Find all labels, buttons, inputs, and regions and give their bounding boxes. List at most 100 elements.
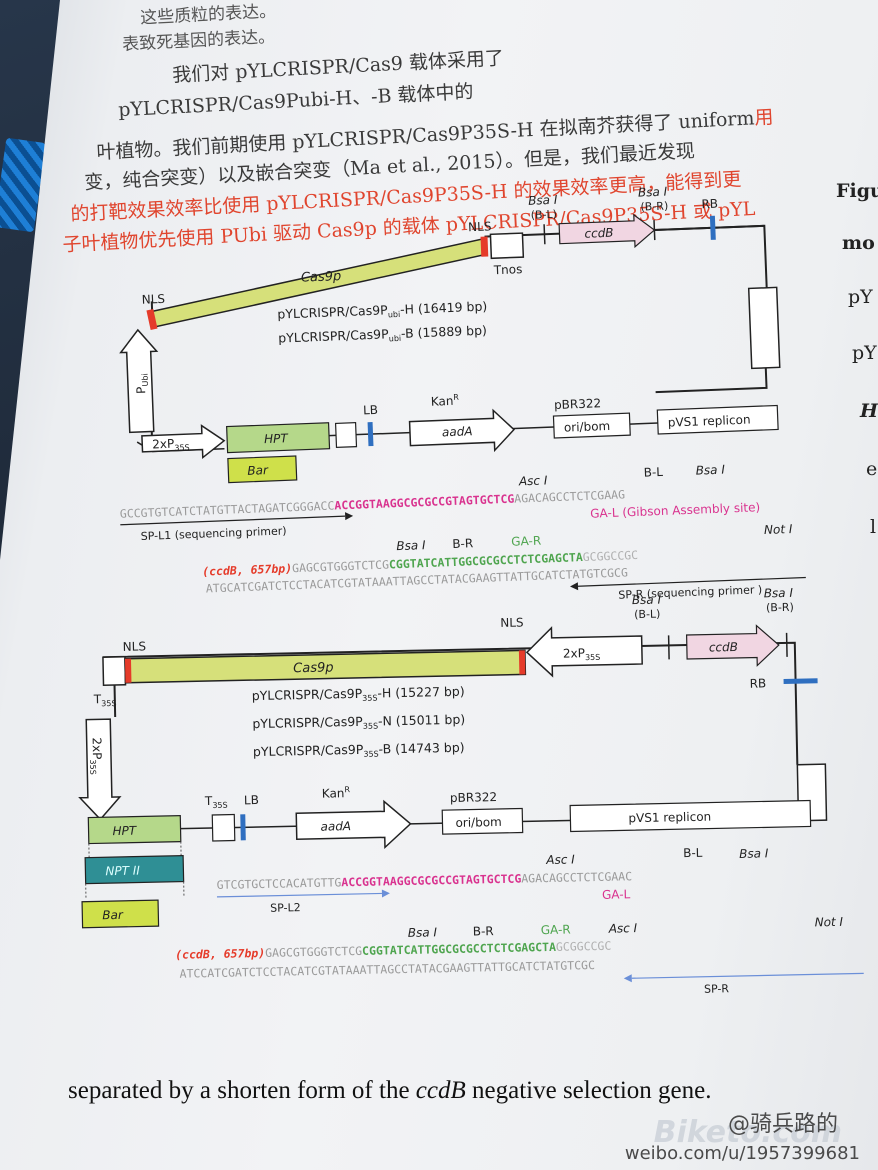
fig-a-cas9-label: Cas9p — [301, 269, 342, 286]
side-text-6: l — [870, 516, 877, 538]
fig-a-ori-label: ori/bom — [564, 419, 611, 435]
caption-part-c: negative selection gene. — [465, 1077, 712, 1104]
fig-a-bl-label: B-L — [643, 465, 663, 480]
side-text-5: e — [866, 458, 878, 480]
fig-b-bsa-r-sub: (B-R) — [766, 601, 794, 615]
fig-b-seq2: (ccdB, 657bp)GAGCGTGGGTCTCGCGGTATCATTGGC… — [175, 939, 611, 962]
fig-b-pvs1-label: pVS1 replicon — [628, 810, 711, 826]
fig-a-bsa-l-sub: (B-L) — [530, 208, 557, 222]
fig-a-rb-mark — [709, 215, 716, 240]
fig-b-bsa4-label: Bsa I — [408, 925, 438, 940]
fig-b-cas9-label: Cas9p — [293, 660, 334, 676]
fig-b-ori-label: ori/bom — [455, 815, 502, 830]
fig-b-nls-left-label: NLS — [123, 639, 147, 653]
fig-b-bsa-l-sub: (B-L) — [634, 608, 661, 622]
fig-b-aada-label: aadA — [320, 819, 351, 834]
fig-b-br-label: B-R — [473, 924, 494, 938]
fig-a-bsa-r-sub: (B-R) — [640, 199, 668, 213]
fig-a-pbr-label: pBR322 — [554, 396, 602, 412]
fig-b-name-3: pYLCRISPR/Cas9P35S-B (14743 bp) — [253, 740, 465, 761]
fig-a-nls-left-mark — [146, 308, 158, 330]
caption-line: separated by a shorten form of the ccdB … — [68, 1077, 712, 1105]
fig-b-bsa-r: Bsa I — [764, 586, 794, 601]
fig-a-2xp35s-arrow — [141, 424, 226, 460]
fig-b-ccdb-arrow — [685, 624, 780, 667]
fig-b-t35s-label: T35S — [93, 692, 117, 708]
weibo-url-watermark: weibo.com/u/1957399681 — [624, 1143, 860, 1164]
fig-a-nls-right-mark — [480, 236, 489, 257]
fig-b-gal-label: GA-L — [602, 887, 631, 902]
fig-b-bar-label: Bar — [102, 908, 124, 922]
fig-a-ccdb-label: ccdB — [584, 226, 614, 241]
fig-b-pbr-label: pBR322 — [450, 790, 497, 805]
side-text-3: pY — [852, 342, 877, 364]
fig-b-t35s-lb-label: T35S — [204, 794, 228, 810]
fig-a-aada-arrow — [408, 408, 516, 453]
fig-b-t35s-box — [102, 656, 127, 686]
fig-a-2xp35s-label: 2xP35S — [152, 436, 190, 453]
fig-a-spr-label: SP-R (sequencing primer ) — [618, 583, 762, 602]
fig-b-name-2: pYLCRISPR/Cas9P35S-N (15011 bp) — [252, 712, 465, 733]
fig-b-seq3: ATCCATCGATCTCCTACATCGTATAAATTAGCCTATACGA… — [179, 958, 595, 981]
fig-a-lb-mark — [367, 422, 374, 447]
fig-b-2xp35s-v-label: 2xP35S — [88, 737, 105, 775]
fig-a-ori-box — [552, 412, 631, 439]
fig-a-br-label: B-R — [452, 536, 473, 551]
fig-a-asc-label: Asc I — [518, 473, 548, 488]
fig-a-pvs1-label: pVS1 replicon — [668, 412, 751, 429]
fig-a-tnos-label: Tnos — [493, 262, 523, 277]
fig-b-nptii-label: NPT II — [105, 864, 140, 879]
side-text-0: Figu — [836, 180, 878, 202]
fig-a-bar-box — [227, 455, 298, 484]
side-text-4: H — [860, 400, 878, 422]
fig-a-spl1-label: SP-L1 (sequencing primer) — [141, 524, 287, 543]
fig-b-noti-label: Not I — [814, 915, 843, 930]
weibo-handle-watermark: @骑兵路的 — [727, 1112, 838, 1137]
fig-b-ccdb-label: ccdB — [709, 640, 738, 655]
fig-a-bsa3-label: Bsa I — [695, 463, 725, 478]
fig-a-name-2: pYLCRISPR/Cas9Pubi-B (15889 bp) — [278, 323, 487, 348]
biketo-logo-watermark: Biketo.com — [653, 1115, 842, 1150]
fig-a-bsa-r: Bsa I — [638, 185, 668, 200]
fig-a-seq2: (ccdB, 657bp)GAGCGTGGGTCTCGCGGTATCATTGGC… — [202, 548, 639, 579]
fig-b-asc-label: Asc I — [545, 852, 575, 867]
fig-a-nls-left-label: NLS — [141, 292, 165, 307]
fig-b-t35s-lb-box — [211, 813, 236, 842]
fig-b-gar-label: GA-R — [541, 923, 571, 938]
fig-b-name-1: pYLCRISPR/Cas9P35S-H (15227 bp) — [252, 684, 465, 705]
fig-b-asc2-label: Asc I — [608, 921, 638, 936]
fig-b-rb-label: RB — [749, 676, 766, 690]
fig-a-aada-label: aadA — [442, 424, 473, 439]
fig-a-pvs1-box — [656, 404, 779, 435]
fig-a-ccdb-arrow — [558, 213, 656, 249]
side-text-1: mo — [842, 232, 875, 254]
fig-a-small-box — [334, 422, 358, 449]
side-text-2: pY — [848, 286, 873, 308]
fig-b-hpt-label: HPT — [112, 824, 138, 839]
fig-b-nls-right-label: NLS — [500, 615, 524, 629]
fig-b-2xp35s-vertical-arrow — [78, 718, 122, 821]
fig-a-noti-label: Not I — [764, 522, 793, 537]
fig-a-nls-right-label: NLS — [468, 219, 492, 234]
fig-a-kan-label: KanR — [431, 393, 460, 409]
fig-b-lb-mark — [240, 814, 246, 841]
fig-b-2xp35s-arrow — [525, 626, 643, 678]
fig-b-seq1: GTCGTGCTCCACATGTTGACCGGTAAGGCGCGCCGTAGTG… — [217, 869, 633, 892]
fig-b-aada-arrow — [295, 799, 412, 850]
fig-b-nls-right-mark — [518, 650, 526, 675]
fig-a-bar-label: Bar — [247, 463, 269, 478]
fig-b-spr-label: SP-R — [704, 982, 730, 996]
fig-a-tnos-box — [489, 232, 525, 260]
fig-b-bar-box — [81, 899, 160, 929]
fig-b-bl-label: B-L — [683, 846, 703, 860]
caption-part-a: separated by a shorten form of the — [68, 1077, 416, 1104]
fig-a-pubi-label: PUbi — [134, 373, 151, 394]
fig-b-bsa-l: Bsa I — [632, 593, 662, 608]
fig-b-spl2-label: SP-L2 — [270, 901, 301, 915]
fig-b-nls-left-mark — [124, 658, 132, 683]
fig-a-gar-label: GA-R — [511, 534, 541, 549]
fig-a-bsa4-label: Bsa I — [396, 538, 426, 553]
fig-a-bsa-l: Bsa I — [528, 193, 558, 208]
